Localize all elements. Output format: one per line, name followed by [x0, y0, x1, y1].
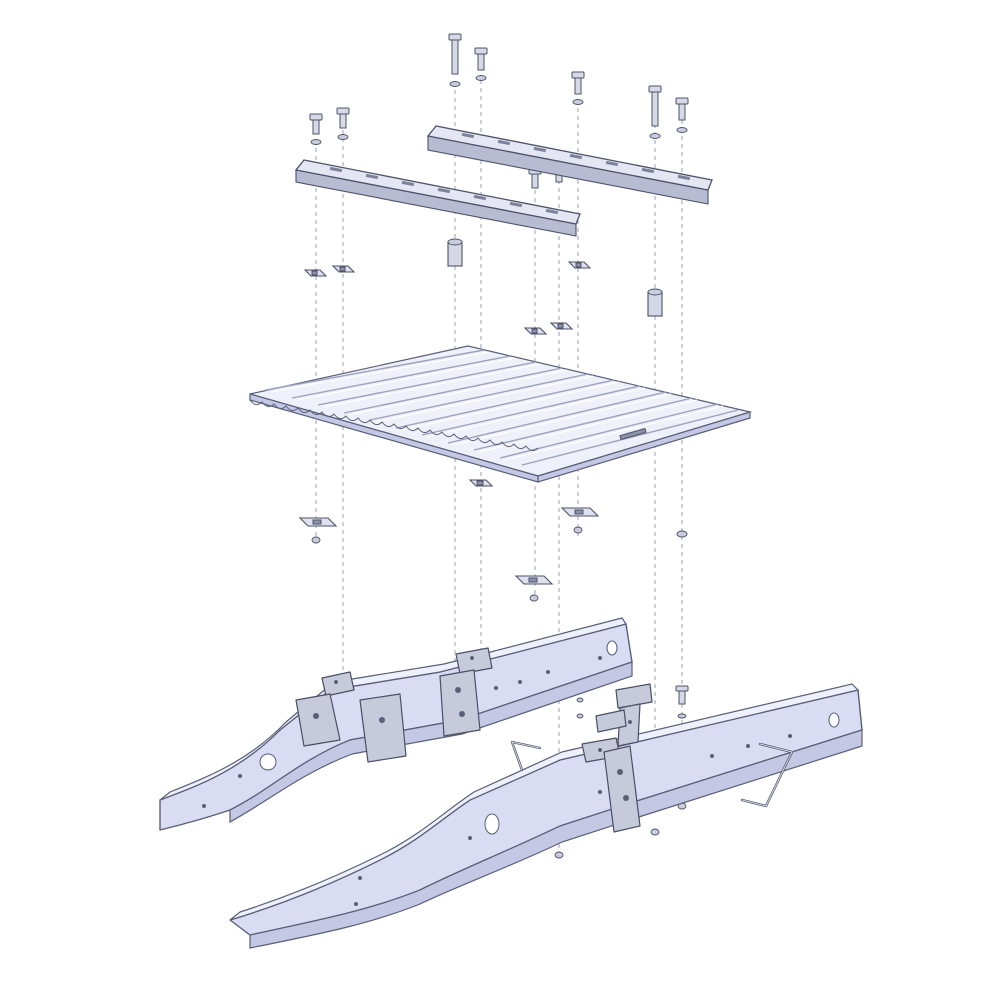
bottom-clamp-plate — [514, 575, 554, 585]
top-clamp-plate — [567, 261, 592, 269]
spacer-sleeve — [647, 288, 663, 317]
bolt — [675, 97, 689, 133]
nut — [311, 536, 321, 544]
bolt — [336, 107, 350, 140]
top-clamp-plate — [303, 269, 328, 277]
frame-bracket-left-front — [295, 671, 407, 763]
bottom-clamp-plates — [298, 479, 600, 585]
nut — [576, 697, 584, 703]
bolt — [648, 85, 662, 139]
mounting-rail-rear — [426, 125, 713, 205]
bolt — [571, 71, 585, 105]
nut — [676, 530, 688, 538]
bottom-clamp-plate — [298, 517, 338, 527]
spacer-sleeve — [447, 238, 463, 267]
nut — [554, 851, 564, 859]
bolts — [309, 33, 689, 189]
pull-rod-right — [740, 742, 794, 808]
pull-rod-left — [510, 740, 542, 772]
bolt — [474, 47, 488, 81]
top-clamp-plate — [331, 265, 356, 273]
nut — [573, 526, 583, 534]
corrugated-bed-floor — [249, 345, 753, 483]
frame-bracket-left-rear — [439, 647, 493, 737]
nut — [529, 594, 539, 602]
spacer-sleeves — [447, 238, 663, 317]
mounting-rail-front — [294, 159, 581, 237]
bottom-clamp-plate — [468, 479, 494, 487]
bolt — [309, 113, 323, 145]
top-clamp-plate — [523, 327, 548, 335]
frame-bracket-right-front — [581, 737, 641, 833]
bolt — [675, 685, 689, 719]
top-clamp-plate — [549, 322, 574, 330]
vehicle-frame-rail-right — [229, 683, 863, 949]
nut — [650, 828, 660, 836]
top-clamp-plates — [303, 261, 592, 335]
nut — [576, 713, 584, 719]
bolt — [448, 33, 462, 87]
frame-bracket-right-rear — [595, 683, 653, 747]
bottom-clamp-plate — [560, 507, 600, 517]
